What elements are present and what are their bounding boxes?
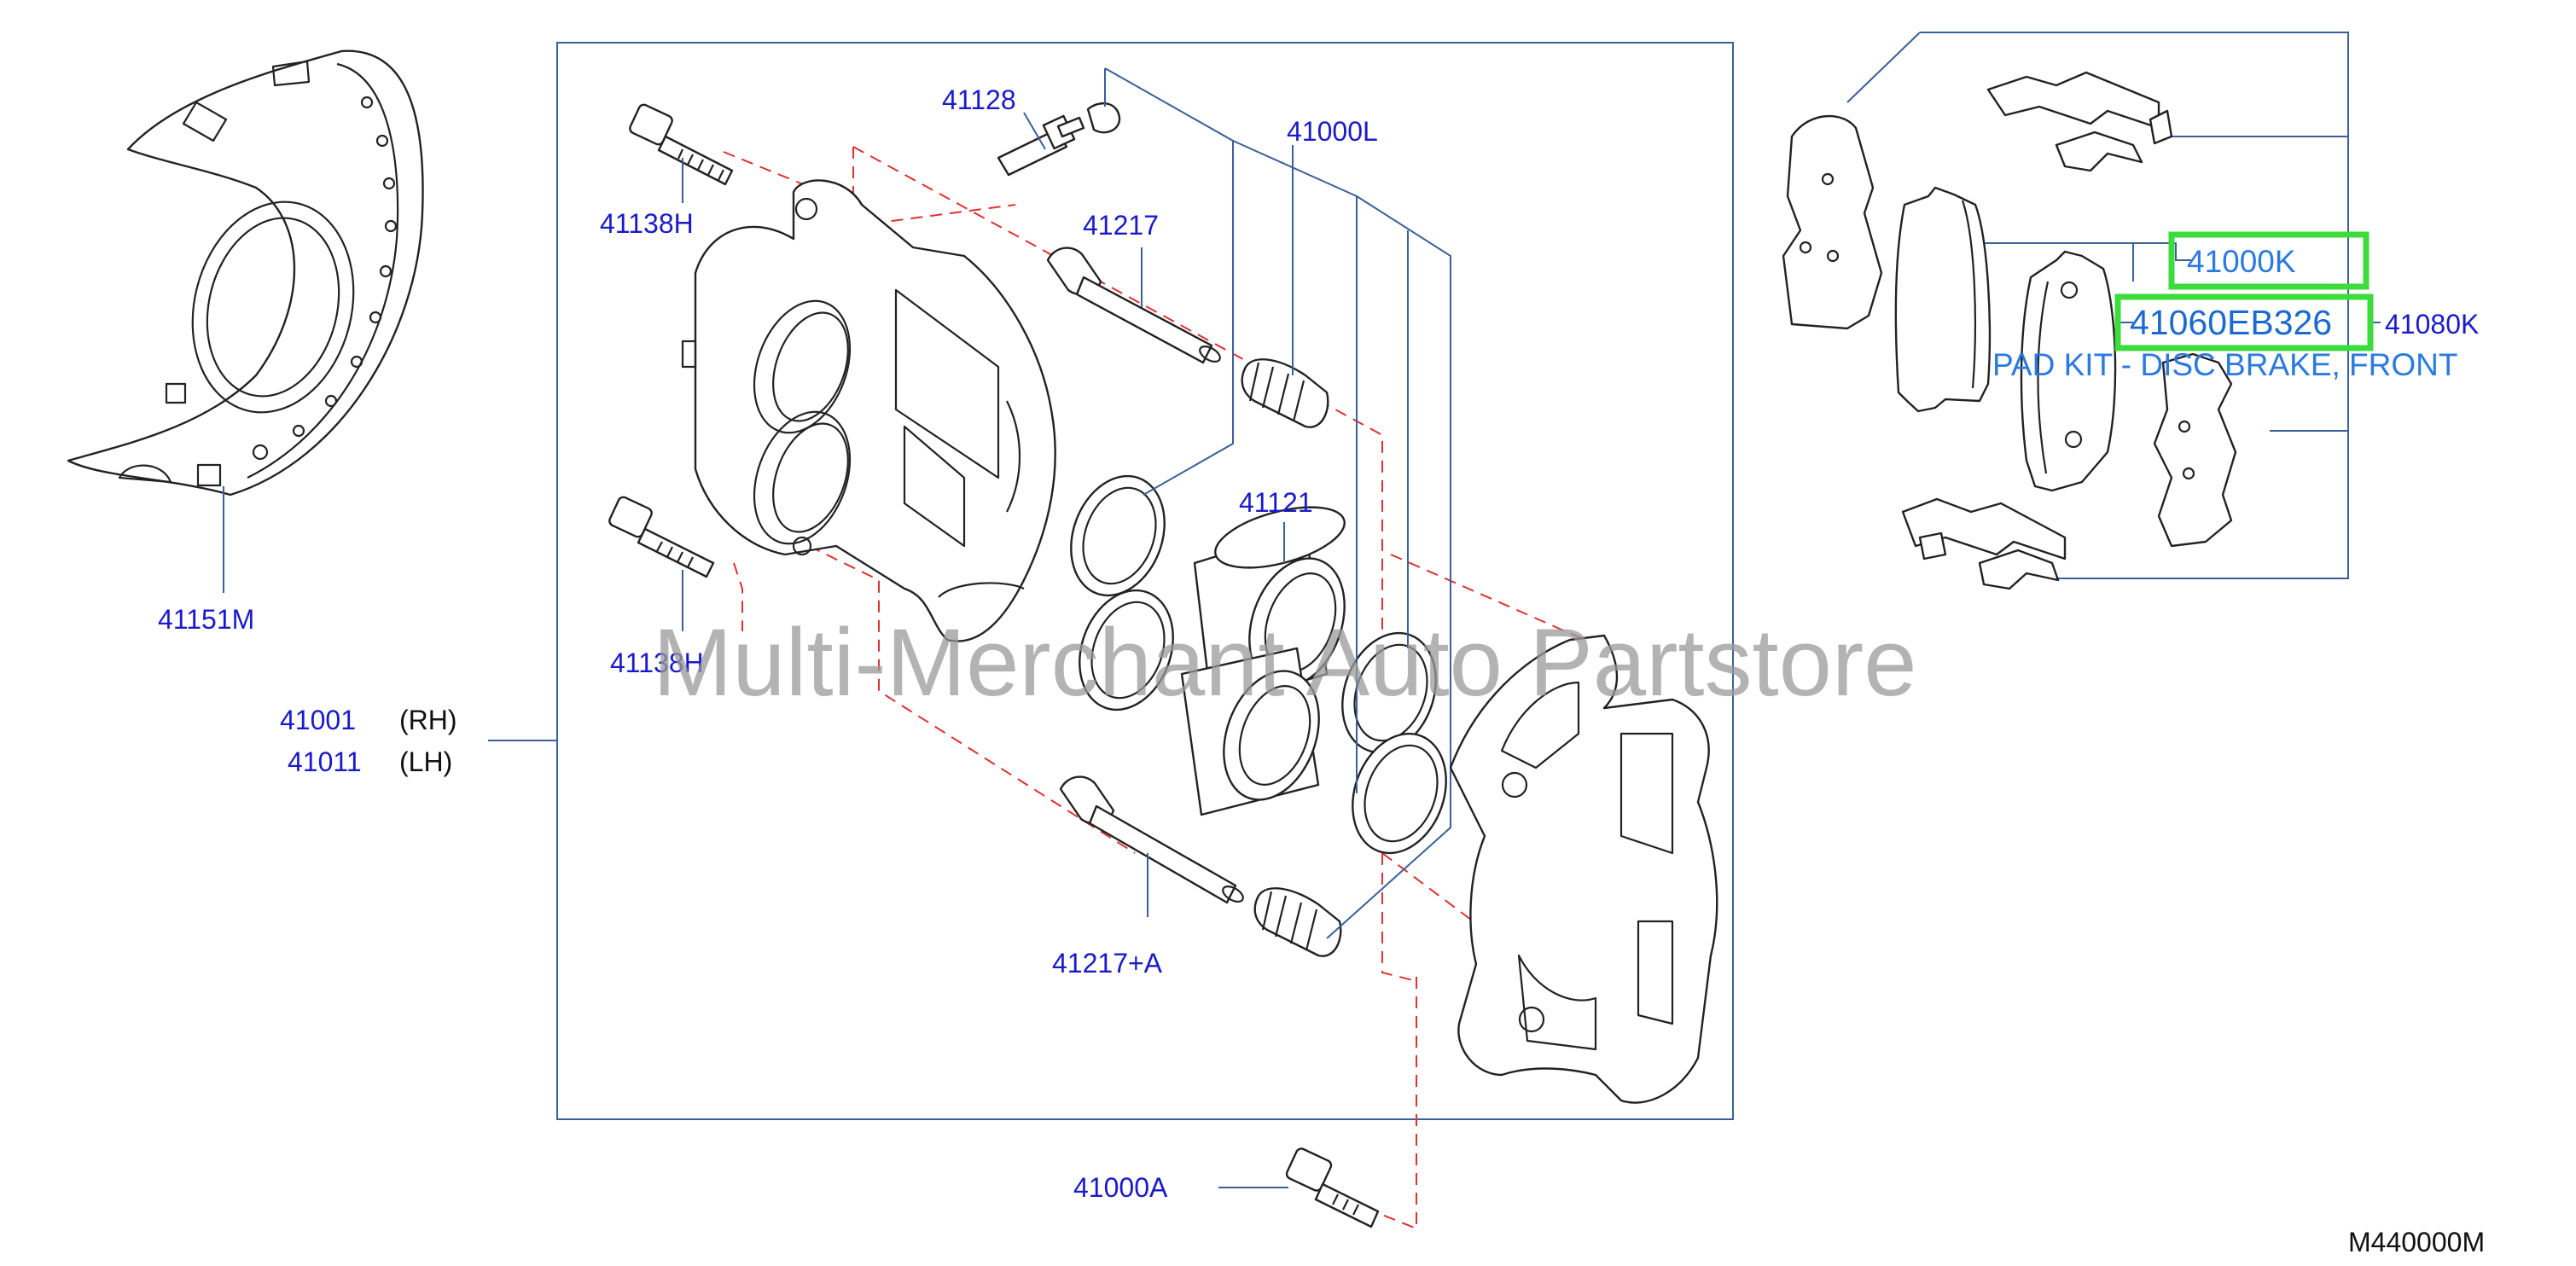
label-41138H-top[interactable]: 41138H bbox=[600, 208, 694, 239]
brake-pad-inner[interactable] bbox=[2020, 250, 2117, 492]
guide-pin-41217[interactable] bbox=[1046, 247, 1223, 365]
bolt-41138H-bottom[interactable] bbox=[608, 496, 715, 578]
label-41128[interactable]: 41128 bbox=[942, 84, 1016, 115]
bolt-41000A[interactable] bbox=[1285, 1147, 1380, 1228]
pin-boot-bottom[interactable] bbox=[1253, 887, 1342, 957]
highlight-41000K bbox=[2168, 231, 2370, 290]
piston-seal-ring-lower[interactable] bbox=[1064, 578, 1189, 723]
label-41001[interactable]: 41001 bbox=[280, 705, 356, 735]
guide-pin-41217A[interactable] bbox=[1059, 775, 1246, 905]
watermark: Multi-Merchant Auto Partstore bbox=[653, 609, 1916, 716]
label-41060EB326[interactable]: 41060EB326 bbox=[2130, 303, 2332, 342]
dust-seal-ring-upper[interactable] bbox=[1327, 620, 1452, 766]
bleeder-valve-41128[interactable] bbox=[997, 102, 1121, 177]
label-41000L[interactable]: 41000L bbox=[1287, 116, 1378, 147]
dust-seal-ring-lower[interactable] bbox=[1337, 721, 1462, 867]
label-41151M[interactable]: 41151M bbox=[158, 604, 254, 635]
bolt-41138H-top[interactable] bbox=[628, 103, 734, 186]
caliper-assembly-frame bbox=[556, 42, 1734, 1120]
label-41217A[interactable]: 41217+A bbox=[1052, 948, 1163, 979]
label-rh: (RH) bbox=[399, 705, 457, 735]
label-41217[interactable]: 41217 bbox=[1083, 210, 1159, 241]
dust-shield[interactable] bbox=[67, 49, 424, 497]
piston-seal-ring-upper[interactable] bbox=[1055, 463, 1181, 609]
pad-kit-description[interactable]: PAD KIT - DISC BRAKE, FRONT bbox=[1992, 347, 2457, 382]
pad-clip-upper[interactable] bbox=[1986, 71, 2173, 172]
torque-member-bracket[interactable] bbox=[1449, 634, 1718, 1104]
pad-kit-leaders bbox=[1846, 32, 2381, 579]
pin-boot-top[interactable] bbox=[1241, 358, 1329, 428]
label-lh: (LH) bbox=[399, 746, 452, 777]
pad-clip-lower[interactable] bbox=[1901, 497, 2067, 590]
label-41000A[interactable]: 41000A bbox=[1073, 1172, 1168, 1203]
brake-pad-outer[interactable] bbox=[1894, 186, 1992, 413]
diagram-code: M440000M bbox=[2348, 1227, 2485, 1257]
pad-shim-outer[interactable] bbox=[1782, 114, 1883, 330]
leaders-41000L bbox=[1104, 67, 1451, 939]
label-41011[interactable]: 41011 bbox=[288, 746, 362, 777]
label-41000K[interactable]: 41000K bbox=[2187, 244, 2296, 279]
pad-shim-inner[interactable] bbox=[2153, 352, 2237, 548]
highlight-41060EB326 bbox=[2114, 293, 2374, 351]
caliper-body[interactable] bbox=[681, 179, 1056, 642]
label-41138H-bottom[interactable]: 41138H bbox=[610, 648, 704, 678]
label-41080K[interactable]: 41080K bbox=[2385, 309, 2479, 340]
piston-lower[interactable] bbox=[1180, 647, 1336, 816]
label-41121[interactable]: 41121 bbox=[1239, 487, 1313, 518]
